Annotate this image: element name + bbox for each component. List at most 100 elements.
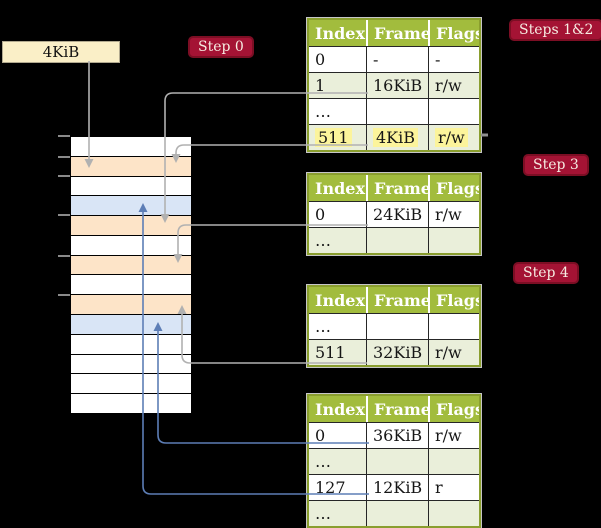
page-table-level-3: IndexFrameFlags 0 24KiB r/w … [306,172,482,256]
table-row: 511 4KiB r/w [309,124,479,150]
table-cell: 24KiB [366,202,428,227]
table-cell: … [309,501,366,526]
cell-text: 0 [315,205,326,224]
column-header-frame: Frame [366,396,428,422]
cell-text: 36KiB [373,426,423,445]
table-cell: r/w [428,340,479,365]
memory-row-5-orange [71,215,191,235]
table-row: 0 -- [309,46,479,72]
memory-row-1-white [71,137,191,156]
table-cell: r [428,475,479,500]
page-table-level-1: IndexFrameFlags036KiBr/w…12712KiBr… [306,393,482,528]
table-header-row: IndexFrameFlags [309,20,479,46]
address-tick [58,214,70,216]
memory-row-13-white [71,373,191,394]
table-cell: 0 [309,47,366,72]
frame-address-box: 4KiB [2,41,120,63]
frame-address-label: 4KiB [42,43,80,61]
table-row: … [309,98,479,124]
cell-text: … [315,317,331,336]
table-cell [428,228,479,253]
column-header-flags: Flags [428,287,479,313]
cell-text: … [315,102,331,121]
table-cell: - [428,47,479,72]
cell-text: 12KiB [373,478,423,497]
address-tick [58,135,70,137]
memory-row-4-blue [71,195,191,216]
page-table-level-2: IndexFrameFlags … 511 32KiB r/w [306,284,482,368]
step-0-badge: Step 0 [188,36,254,58]
memory-row-2-orange [71,155,191,176]
table-cell [428,501,479,526]
table-header-row: IndexFrameFlags [309,175,479,201]
column-header-flags: Flags [428,396,479,422]
table-cell: 16KiB [366,73,428,98]
table-cell: 36KiB [366,423,428,448]
table-header-row: IndexFrameFlags [309,287,479,313]
cell-text: 16KiB [373,76,423,95]
memory-row-9-orange [71,294,191,315]
column-header-index: Index [315,290,366,310]
cell-text: 24KiB [373,205,423,224]
table-row: 511 32KiB r/w [309,339,479,365]
table-cell: - [366,47,428,72]
memory-row-7-orange [71,254,191,275]
column-header-index: Index [315,178,366,198]
table-cell [366,99,428,124]
cell-text: 1 [315,76,326,95]
step-3-badge: Step 3 [523,154,589,176]
cell-text: … [315,504,331,523]
address-tick [58,156,70,158]
table-cell [428,449,479,474]
table-cell: 1 [309,73,366,98]
column-header-index: Index [315,23,366,43]
table-row: … [309,500,479,526]
cell-text: 4KiB [373,128,419,147]
cell-text: r/w [435,128,468,147]
page-table-level-4: IndexFrameFlags 0 -- 1 16KiB r/w … 511 4KiB r/w [306,17,482,153]
column-header-flags: Flags [428,175,479,201]
table-row: … [309,313,479,339]
memory-row-6-white [71,234,191,255]
table-cell: r/w [428,125,479,150]
table-cell [366,501,428,526]
cell-text: 511 [315,343,346,362]
table-cell: r/w [428,202,479,227]
table-row: 1 16KiB r/w [309,72,479,98]
table-cell: 4KiB [366,125,428,150]
table-cell [428,314,479,339]
table-cell: 12KiB [366,475,428,500]
table-row: … [309,448,479,474]
table-cell: 511 [309,125,366,150]
table-row: 0 24KiB r/w [309,201,479,227]
column-header-flags: Flags [428,20,479,46]
cell-text: 32KiB [373,343,423,362]
table-cell: … [309,449,366,474]
memory-row-8-white [71,274,191,295]
table-cell: … [309,99,366,124]
cell-text: 511 [315,128,352,147]
table-cell: … [309,228,366,253]
table-cell [366,449,428,474]
table-cell: 0 [309,423,366,448]
column-header-index: Index [315,399,366,419]
table-cell [366,314,428,339]
table-cell: 511 [309,340,366,365]
memory-row-11-white [71,333,191,354]
memory-row-14-white [71,393,191,413]
table-cell: r/w [428,73,479,98]
table-cell [428,99,479,124]
table-row: 127 12KiB r [309,474,479,500]
cell-text: r/w [435,205,462,224]
cell-text: 127 [315,478,346,497]
memory-row-12-white [71,353,191,374]
cell-text: - [435,50,441,69]
column-header-frame: Frame [366,175,428,201]
memory-row-3-white [71,175,191,196]
memory-row-10-blue [71,314,191,334]
address-tick [58,255,70,257]
column-header-frame: Frame [366,287,428,313]
cell-text: 0 [315,50,326,69]
table-cell: 32KiB [366,340,428,365]
